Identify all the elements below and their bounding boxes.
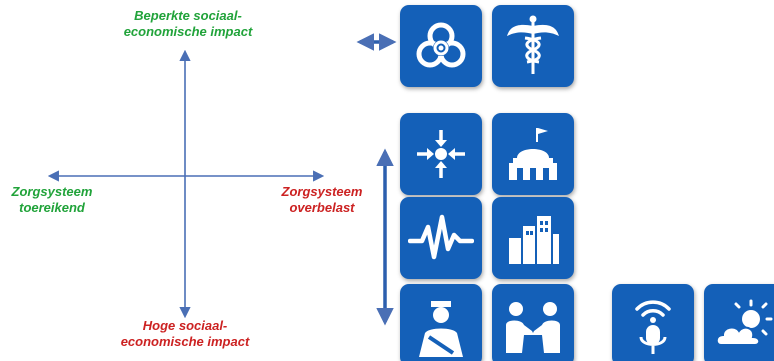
city-tile: [492, 197, 574, 279]
left-axis-label-line1: Zorgsysteem: [11, 184, 93, 199]
handshake-icon: [506, 302, 560, 353]
biohazard-icon: [416, 22, 466, 68]
heartbeat-icon: [408, 214, 474, 260]
microphone-broadcast-icon: [635, 300, 671, 354]
government-building-icon: [509, 128, 557, 180]
left-axis-label-line2: toereikend: [19, 200, 85, 215]
injured-person-icon: [419, 301, 463, 357]
city-buildings-icon: [509, 216, 559, 264]
broadcast-tile: [612, 284, 694, 361]
biohazard-tile: [400, 5, 482, 87]
bottom-axis-label: Hoge sociaal- economische impact: [110, 318, 260, 350]
right-axis-label-line2: overbelast: [289, 200, 355, 215]
injured-person-tile: [400, 284, 482, 361]
top-axis-label: Beperkte sociaal- economische impact: [115, 8, 261, 40]
lockdown-arrows-icon: [417, 130, 465, 178]
lockdown-tile: [400, 113, 482, 195]
right-axis-label-line1: Zorgsysteem: [281, 184, 363, 199]
handshake-tile: [492, 284, 574, 361]
heartbeat-tile: [400, 197, 482, 279]
government-tile: [492, 113, 574, 195]
right-axis-label: Zorgsysteem overbelast: [266, 184, 378, 216]
top-axis-label-line1: Beperkte sociaal-: [134, 8, 242, 23]
caduceus-tile: [492, 5, 574, 87]
weather-icon: [715, 299, 773, 346]
bottom-axis-label-line1: Hoge sociaal-: [142, 318, 228, 333]
weather-tile: [704, 284, 774, 361]
caduceus-icon: [507, 15, 559, 74]
top-axis-label-line2: economische impact: [123, 24, 253, 39]
bottom-axis-label-line2: economische impact: [120, 334, 250, 349]
left-axis-label: Zorgsysteem toereikend: [2, 184, 102, 216]
